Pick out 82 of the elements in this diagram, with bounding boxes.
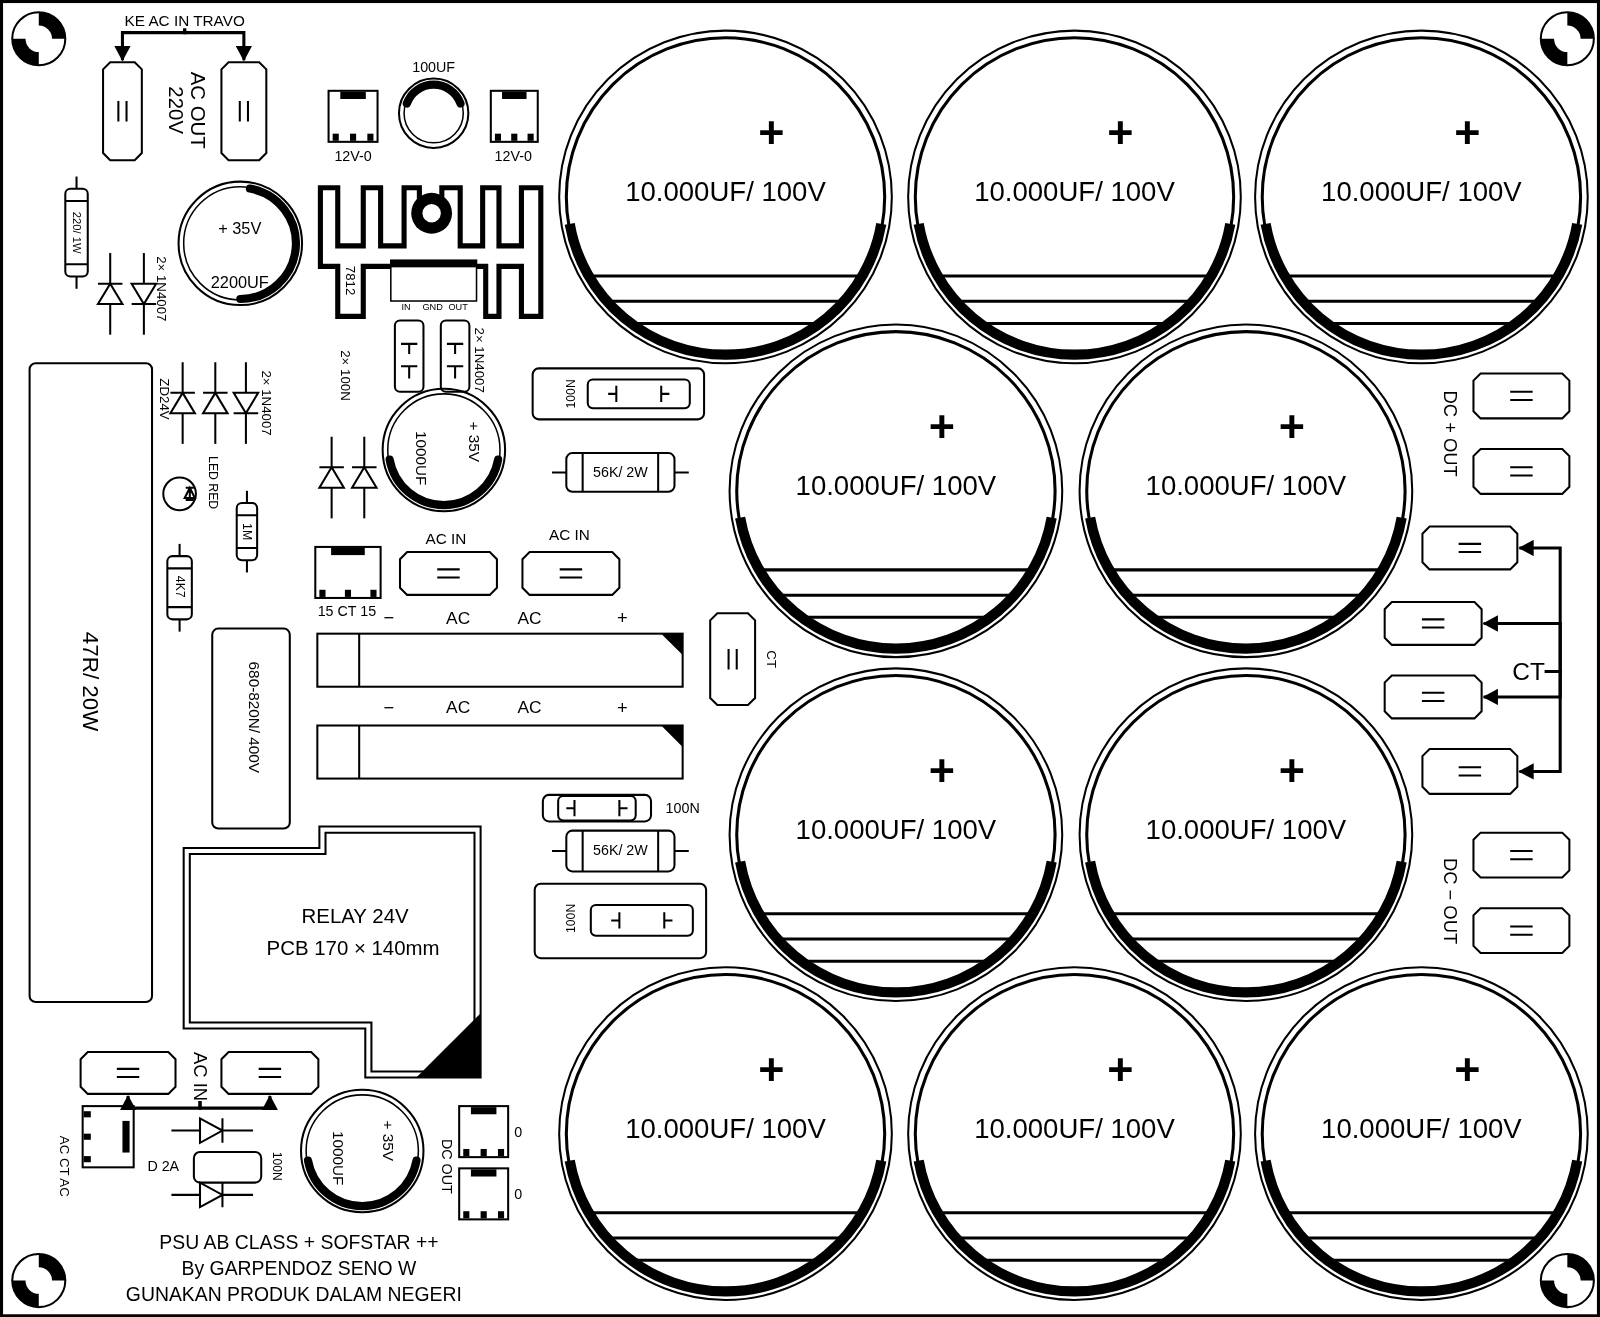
component-label: IN — [401, 303, 411, 313]
component-label: 56K/ 2W — [593, 842, 648, 858]
component-label: 0 — [514, 1125, 523, 1141]
component-label: 10.000UF/ 100V — [974, 1114, 1175, 1143]
component-label: AC IN — [425, 530, 467, 547]
note-text: AC IN — [190, 1052, 210, 1101]
silkscreen-label: 2× 100N — [337, 350, 352, 401]
component-label: 680-820N/ 400V — [246, 660, 263, 775]
component-label: 100N — [665, 800, 700, 816]
component-label: RELAY 24V — [301, 905, 409, 927]
component-label: + — [1107, 109, 1134, 157]
component-label: CT — [764, 650, 779, 668]
component-label: 15 CT 15 — [317, 603, 377, 619]
component-label: 10.000UF/ 100V — [1145, 471, 1347, 501]
component-label: 4K7 — [173, 575, 186, 598]
component-label: 220/ 1W — [70, 211, 83, 254]
component-label: 1000UF — [329, 1130, 346, 1186]
component-label: AC — [517, 699, 542, 718]
component-label: 10.000UF/ 100V — [795, 471, 997, 501]
silkscreen-label: DC − OUT — [1440, 857, 1460, 945]
component-label: + — [1278, 402, 1305, 451]
component-label: 12V-0 — [334, 148, 372, 164]
silkscreen-label: DC OUT — [439, 1138, 455, 1194]
component-label: 100UF — [412, 59, 456, 75]
component-label: + — [758, 109, 785, 157]
component-label: AC — [517, 609, 542, 628]
component-label: − — [383, 608, 395, 628]
component-label: 0 — [514, 1186, 523, 1202]
silkscreen-label: 2× 1N4007 — [259, 370, 274, 436]
component-label: + — [758, 1045, 785, 1093]
component-label: 100N — [270, 1151, 283, 1181]
note-text: KE AC IN TRAVO — [124, 12, 245, 29]
component-label: − — [383, 698, 395, 718]
component-label: PCB 170 × 140mm — [266, 937, 440, 959]
board-title-text: GUNAKAN PRODUK DALAM NEGERI — [125, 1284, 462, 1306]
component-label: 100N — [565, 379, 578, 409]
board-title-text: PSU AB CLASS + SOFSTAR ++ — [159, 1232, 439, 1253]
component-label: 10.000UF/ 100V — [1321, 1114, 1522, 1143]
component-label: + — [617, 608, 628, 628]
component-label: AC CT AC — [57, 1135, 72, 1197]
component-label: + 35V — [466, 421, 483, 463]
component-label: 12V-0 — [494, 148, 532, 164]
component-label: 10.000UF/ 100V — [974, 177, 1175, 207]
component-label: 10.000UF/ 100V — [1145, 815, 1347, 845]
component-label: 7812 — [343, 265, 357, 296]
component-label: 2200UF — [210, 275, 269, 293]
silkscreen-label: D 2A — [147, 1158, 180, 1174]
component-label: 56K/ 2W — [593, 464, 648, 480]
component-label: 1M — [240, 523, 254, 541]
component-label: + — [1107, 1045, 1134, 1093]
component-label: + — [1278, 746, 1305, 794]
arrow — [1518, 669, 1562, 780]
component-label: OUT — [448, 303, 468, 313]
component-label: 10.000UF/ 100V — [1321, 177, 1522, 207]
board-title-text: By GARPENDOZ SENO W — [181, 1258, 417, 1279]
component-label: + — [928, 402, 955, 451]
component-label: 10.000UF/ 100V — [625, 177, 826, 207]
arrow — [198, 1094, 279, 1111]
component-label: AC — [446, 699, 471, 718]
silkscreen-label: 2× 1N4007 — [472, 327, 487, 393]
silkscreen-label: ZD24V — [157, 378, 172, 420]
silkscreen-label: 2× 1N4007 — [154, 256, 169, 322]
component-label: + — [617, 698, 628, 718]
component-label: AC — [446, 609, 471, 628]
note-text: CT — [1512, 658, 1545, 685]
component-label: 1000UF — [413, 430, 430, 486]
component-label: + — [1454, 109, 1481, 157]
component-label: AC IN — [548, 526, 590, 543]
arrow — [1482, 615, 1562, 673]
component-label: GND — [422, 303, 443, 313]
component-label: + 35V — [218, 221, 262, 239]
component-label: + — [1454, 1045, 1481, 1093]
component-label: + 35V — [379, 1120, 396, 1161]
component-label: + — [928, 746, 955, 794]
silkscreen-label: AC OUT 220V — [165, 70, 209, 151]
component-label: 10.000UF/ 100V — [795, 815, 997, 845]
component-label: 100N — [565, 903, 578, 933]
silkscreen-label: DC + OUT — [1440, 390, 1460, 477]
component-label: 10.000UF/ 100V — [625, 1114, 826, 1143]
component-label: 47R/ 20W — [79, 631, 103, 732]
component-label: LED RED — [206, 456, 220, 510]
arrow — [183, 28, 253, 62]
